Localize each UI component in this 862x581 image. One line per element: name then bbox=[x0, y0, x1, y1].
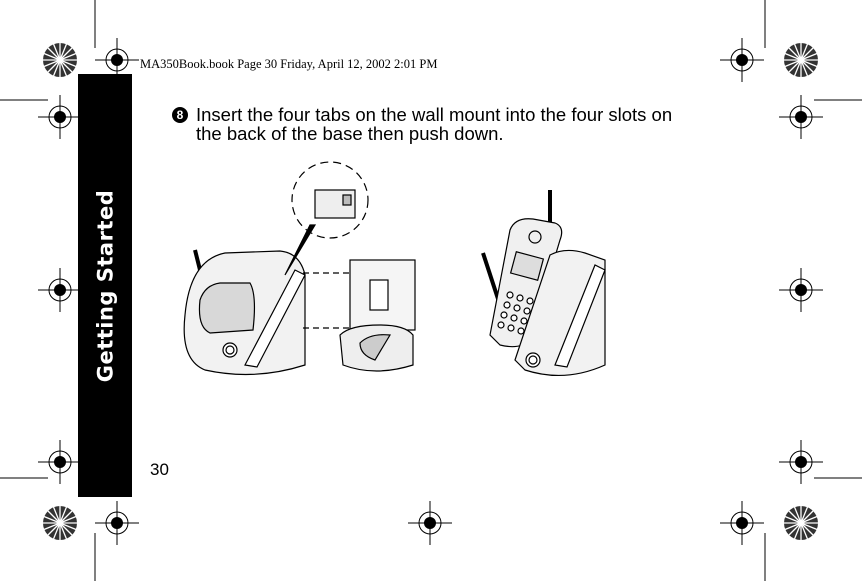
registration-mark-icon bbox=[38, 38, 823, 545]
phone-on-base-illustration bbox=[481, 190, 606, 377]
section-tab bbox=[78, 74, 132, 497]
page-number: 30 bbox=[150, 460, 169, 479]
section-tab-label: Getting Started bbox=[93, 189, 117, 382]
wall-mount-illustration bbox=[183, 161, 416, 376]
print-header: MA350Book.book Page 30 Friday, April 12,… bbox=[140, 57, 438, 71]
step-text: Insert the four tabs on the wall mount i… bbox=[196, 104, 673, 144]
illustration bbox=[183, 161, 606, 377]
step-number-badge: 8 bbox=[172, 107, 188, 123]
